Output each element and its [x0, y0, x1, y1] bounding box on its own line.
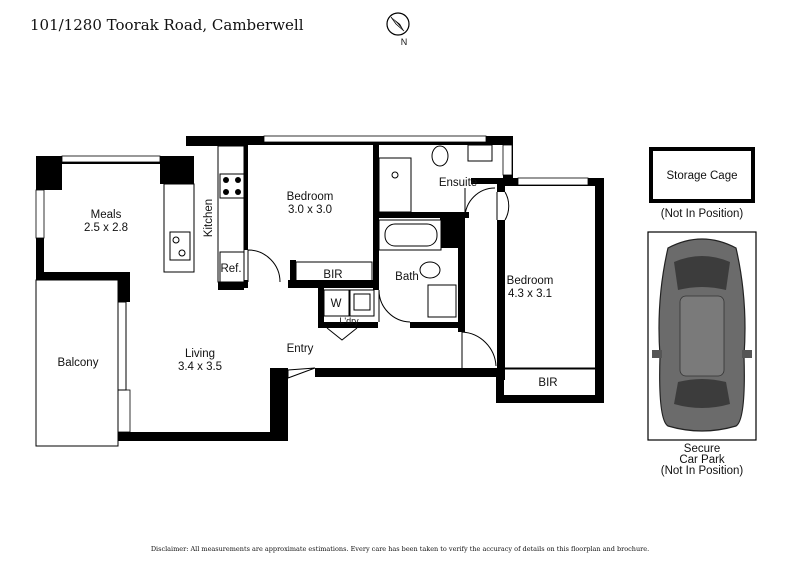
car-icon	[652, 238, 752, 432]
bedroom1-dims: 3.0 x 3.0	[288, 204, 332, 216]
bir2-label: BIR	[538, 377, 557, 389]
compass-icon: N	[386, 12, 410, 47]
living-label: Living	[185, 348, 215, 360]
compass-north-label: N	[401, 37, 408, 47]
laundry-fixtures: W L'dry	[323, 289, 375, 326]
laundry-label: L'dry	[339, 316, 359, 326]
meals-label: Meals	[91, 209, 122, 221]
bath-fixtures: Bath	[378, 219, 457, 318]
disclaimer-text: Disclaimer: All measurements are approxi…	[151, 545, 649, 553]
carpark-line2: Car Park	[679, 454, 725, 466]
wardrobes	[295, 261, 596, 370]
kitchen-area: Kitchen Ref.	[163, 145, 245, 283]
storage-note: (Not In Position)	[661, 208, 744, 220]
car-park: Secure Car Park (Not In Position)	[647, 231, 757, 477]
carpark-line3: (Not In Position)	[661, 465, 744, 477]
bir1-label: BIR	[323, 269, 342, 281]
ref-label: Ref.	[220, 263, 241, 275]
carpark-line1: Secure	[684, 443, 720, 455]
windows	[35, 135, 589, 433]
washer-label: W	[331, 298, 342, 310]
storage-label: Storage Cage	[667, 170, 738, 182]
bedroom2-dims: 4.3 x 3.1	[508, 288, 552, 300]
balcony-label: Balcony	[58, 357, 99, 369]
storage-cage: Storage Cage (Not In Position)	[649, 147, 755, 220]
kitchen-label: Kitchen	[203, 199, 215, 237]
balcony-area: Balcony	[35, 279, 127, 447]
entry-label: Entry	[287, 343, 314, 355]
door-swings	[247, 187, 510, 379]
meals-dims: 2.5 x 2.8	[84, 222, 128, 234]
living-dims: 3.4 x 3.5	[178, 361, 222, 373]
property-address: 101/1280 Toorak Road, Camberwell	[30, 16, 304, 34]
bedroom1-label: Bedroom	[287, 191, 334, 203]
ensuite-label: Ensuite	[439, 177, 477, 189]
bath-label: Bath	[395, 271, 419, 283]
ensuite-fixtures: Ensuite	[378, 144, 493, 213]
bedroom2-label: Bedroom	[507, 275, 554, 287]
